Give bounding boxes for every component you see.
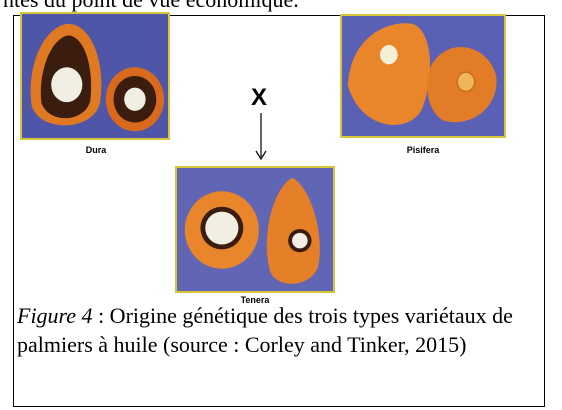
pisifera-fruit-photo	[340, 14, 506, 138]
tenera-fruit-photo	[175, 166, 335, 293]
dura-label: Dura	[56, 145, 136, 155]
down-arrow-icon	[254, 113, 268, 161]
pisifera-label: Pisifera	[383, 145, 463, 155]
cross-symbol: X	[251, 84, 267, 112]
figure-caption: Figure 4 : Origine génétique des trois t…	[17, 301, 537, 359]
figure-number: Figure 4	[17, 303, 93, 328]
dura-fruit-photo	[20, 12, 170, 140]
